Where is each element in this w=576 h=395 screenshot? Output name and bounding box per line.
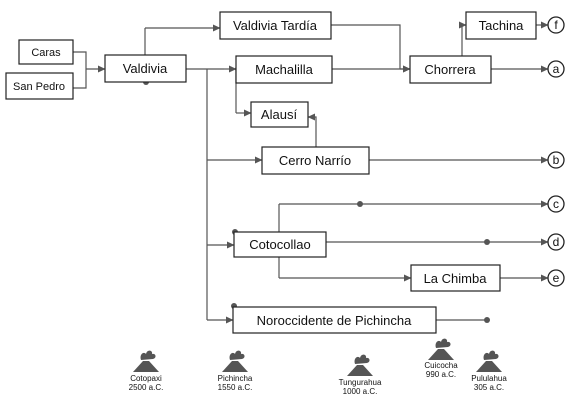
svg-text:Cuicocha: Cuicocha: [424, 361, 458, 370]
volcano-icon: [133, 350, 159, 372]
svg-text:Valdivia Tardía: Valdivia Tardía: [233, 18, 318, 33]
node-la-chimba: La Chimba: [410, 264, 501, 292]
svg-text:c: c: [553, 197, 559, 211]
dot-noroccidente-end: [484, 317, 490, 323]
terminal-f: f: [547, 16, 565, 34]
svg-text:Valdivia: Valdivia: [123, 61, 168, 76]
svg-text:d: d: [553, 235, 560, 249]
svg-text:Cotocollao: Cotocollao: [249, 237, 310, 252]
node-chorrera: Chorrera: [409, 55, 492, 84]
svg-text:Chorrera: Chorrera: [424, 62, 476, 77]
volcano-cotopaxi: Cotopaxi 2500 a.C.: [129, 350, 164, 392]
svg-text:305 a.C.: 305 a.C.: [474, 383, 504, 392]
node-tachina: Tachina: [465, 11, 537, 40]
dot-cotocollao-top: [357, 201, 363, 207]
svg-text:990 a.C.: 990 a.C.: [426, 370, 456, 379]
volcano-cuicocha: Cuicocha 990 a.C.: [424, 338, 458, 379]
svg-text:Cotopaxi: Cotopaxi: [130, 374, 162, 383]
svg-text:Pululahua: Pululahua: [471, 374, 507, 383]
svg-text:San Pedro: San Pedro: [13, 81, 65, 93]
svg-text:f: f: [554, 18, 558, 32]
svg-text:La Chimba: La Chimba: [424, 271, 488, 286]
svg-text:1000 a.C.: 1000 a.C.: [343, 387, 378, 395]
svg-text:a: a: [553, 62, 560, 76]
svg-text:1550 a.C.: 1550 a.C.: [218, 383, 253, 392]
dot-cotocollao-end: [484, 239, 490, 245]
svg-text:Pichincha: Pichincha: [218, 374, 253, 383]
node-alausi: Alausí: [250, 101, 309, 128]
svg-text:2500 a.C.: 2500 a.C.: [129, 383, 164, 392]
node-valdivia-tardia: Valdivia Tardía: [219, 11, 332, 40]
svg-text:Alausí: Alausí: [261, 107, 298, 122]
terminal-e: e: [547, 269, 565, 287]
terminal-b: b: [547, 151, 565, 169]
volcano-icon: [347, 354, 373, 376]
node-cerro-narrio: Cerro Narrío: [261, 146, 370, 175]
volcano-icon: [222, 350, 248, 372]
terminal-d: d: [547, 233, 565, 251]
volcano-icon: [476, 350, 502, 372]
svg-text:Caras: Caras: [31, 47, 61, 59]
node-valdivia: Valdivia: [104, 54, 187, 83]
volcano-pichincha: Pichincha 1550 a.C.: [218, 350, 253, 392]
svg-text:Tungurahua: Tungurahua: [339, 378, 382, 387]
node-noroccidente-de-pichincha: Noroccidente de Pichincha: [232, 306, 437, 334]
svg-text:Machalilla: Machalilla: [255, 62, 314, 77]
volcano-pululahua: Pululahua 305 a.C.: [471, 350, 507, 392]
node-caras: Caras: [18, 39, 74, 65]
svg-text:Noroccidente de Pichincha: Noroccidente de Pichincha: [257, 313, 412, 328]
svg-text:b: b: [553, 153, 560, 167]
svg-text:Tachina: Tachina: [479, 18, 525, 33]
terminal-c: c: [547, 195, 565, 213]
volcano-tungurahua: Tungurahua 1000 a.C.: [339, 354, 382, 395]
node-cotocollao: Cotocollao: [233, 231, 327, 258]
node-machalilla: Machalilla: [235, 55, 333, 84]
svg-text:Cerro Narrío: Cerro Narrío: [279, 153, 351, 168]
volcano-icon: [428, 338, 454, 360]
svg-text:e: e: [553, 271, 560, 285]
node-san-pedro: San Pedro: [5, 72, 74, 100]
terminal-a: a: [547, 60, 565, 78]
